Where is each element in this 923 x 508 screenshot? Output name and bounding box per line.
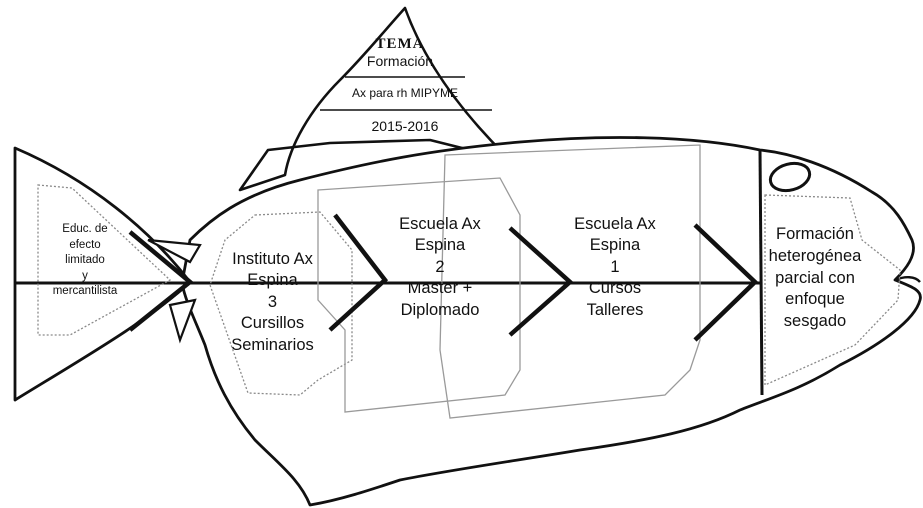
eye [768, 161, 812, 193]
chevron-bone-3 [328, 213, 389, 332]
tail-line: efecto [69, 238, 101, 251]
tail-line: mercantilista [52, 285, 118, 298]
chevron-tail [128, 230, 194, 332]
tail-label: Educ. de efecto limitado y mercantilista [30, 222, 140, 300]
chevron-bone-2 [508, 226, 574, 337]
head-line: parcial con [775, 268, 855, 287]
bone-3-label: Instituto Ax Espina 3 Cursillos Seminari… [205, 249, 340, 356]
bone-line: Escuela Ax [574, 215, 656, 233]
bone-line: 3 [267, 292, 278, 311]
bone-line: Diplomado [400, 300, 480, 319]
head-line: Formación [776, 225, 854, 243]
tail-line: limitado [65, 254, 105, 267]
bone-line: Espina [589, 236, 641, 255]
bone-1-label: Escuela Ax Espina 1 Cursos Talleres [550, 214, 680, 321]
gill-line [758, 149, 764, 396]
bone-panel-3 [209, 211, 353, 396]
head-line: heterogénea [768, 246, 862, 265]
tema-scope: Ax para rh MIPYME [351, 86, 459, 100]
bone-panel-1 [439, 144, 701, 419]
bone-2-label: Escuela Ax Espina 2 Master + Diplomado [375, 214, 505, 321]
bone-line: Escuela Ax [399, 215, 481, 233]
bone-line: 2 [435, 257, 445, 276]
head-label: Formación heterogénea parcial con enfoqu… [760, 224, 870, 333]
tema-subject: Formación [366, 53, 434, 69]
fish-body [180, 136, 922, 507]
head-panel [764, 194, 901, 387]
tail-panel [37, 184, 172, 336]
tail-line: Educ. de [62, 223, 108, 235]
bone-line: Cursos [588, 279, 642, 298]
lower-pectoral-fin [168, 298, 197, 344]
bone-line: Cursillos [240, 314, 305, 333]
bone-line: Instituto Ax [232, 250, 313, 268]
upper-pectoral-fin [147, 238, 202, 264]
head-line: enfoque [785, 290, 845, 309]
bone-line: Master + [407, 279, 473, 298]
bone-line: Espina [414, 236, 466, 255]
mouth [894, 276, 921, 283]
head-line: sesgado [783, 312, 847, 331]
bone-line: Espina [247, 271, 298, 290]
tema-period: 2015-2016 [371, 118, 439, 134]
bone-panel-2 [317, 177, 521, 413]
tema-title: TEMA [375, 36, 425, 52]
bone-line: Talleres [586, 300, 644, 319]
tail-line: y [82, 269, 88, 282]
chevron-bone-1 [693, 223, 759, 342]
bone-line: Seminarios [231, 335, 314, 354]
bone-line: 1 [610, 257, 620, 276]
